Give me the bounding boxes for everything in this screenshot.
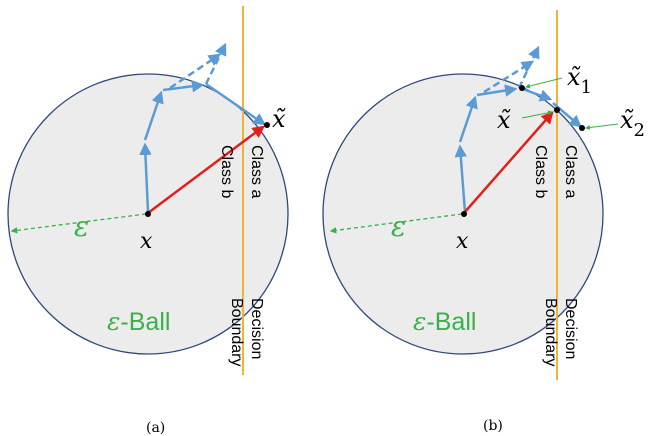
ball-label: ε-Ball	[107, 307, 170, 336]
pointer-arrow-x2	[585, 123, 619, 130]
path-step-4	[205, 82, 267, 126]
boundary-label-1: Decision	[248, 298, 265, 359]
path-step-2	[143, 90, 164, 141]
adversarial-point	[554, 107, 560, 113]
epsilon-radius-arrow	[10, 213, 147, 234]
caption-b: (b)	[483, 418, 503, 434]
panel-a: ε x x̃ Class a Class b Decision Boundary…	[7, 6, 289, 436]
adversarial-point-2	[579, 125, 585, 131]
boundary-label-2: Boundary	[542, 298, 559, 367]
class-a-label: Class a	[248, 145, 265, 198]
class-b-label: Class b	[532, 145, 549, 198]
adversarial-point	[264, 122, 270, 128]
path-step-3	[476, 84, 518, 97]
path-step-2	[458, 95, 478, 143]
epsilon-label: ε	[391, 210, 406, 243]
path-step-4	[519, 86, 553, 102]
boundary-label-1: Decision	[562, 298, 579, 359]
class-b-label: Class b	[218, 145, 235, 198]
perturbation-arrow	[147, 125, 266, 215]
adversarial-label: x̃	[497, 106, 511, 134]
path-step-3	[162, 80, 205, 93]
panel-b: ε x x̃ x̃1 x̃2 Class a Class b Decision …	[322, 10, 645, 434]
pointer-arrow-x	[521, 110, 553, 119]
path-step-5	[552, 102, 582, 128]
path-dashed-2	[204, 42, 227, 85]
epsilon-label: ε	[74, 210, 89, 243]
adversarial-label-2: x̃2	[620, 106, 645, 141]
path-dashed-1	[169, 53, 222, 90]
adversarial-label-1: x̃1	[567, 63, 592, 98]
center-label: x	[456, 229, 469, 254]
path-step-1	[139, 142, 152, 213]
boundary-label-2: Boundary	[228, 298, 245, 367]
adversarial-label: x̃	[272, 105, 286, 133]
path-dashed-2	[517, 45, 540, 89]
path-step-1	[454, 144, 467, 213]
epsilon-radius-arrow	[329, 213, 463, 234]
center-label: x	[140, 229, 153, 254]
adversarial-point-1	[519, 85, 525, 91]
center-point	[461, 211, 467, 217]
perturbation-arrow	[463, 111, 554, 214]
pointer-arrow-x1	[525, 77, 563, 89]
class-a-label: Class a	[562, 145, 579, 198]
center-point	[145, 211, 151, 217]
caption-a: (a)	[146, 420, 165, 436]
ball-label: ε-Ball	[413, 307, 476, 336]
path-dashed-1	[483, 60, 535, 94]
